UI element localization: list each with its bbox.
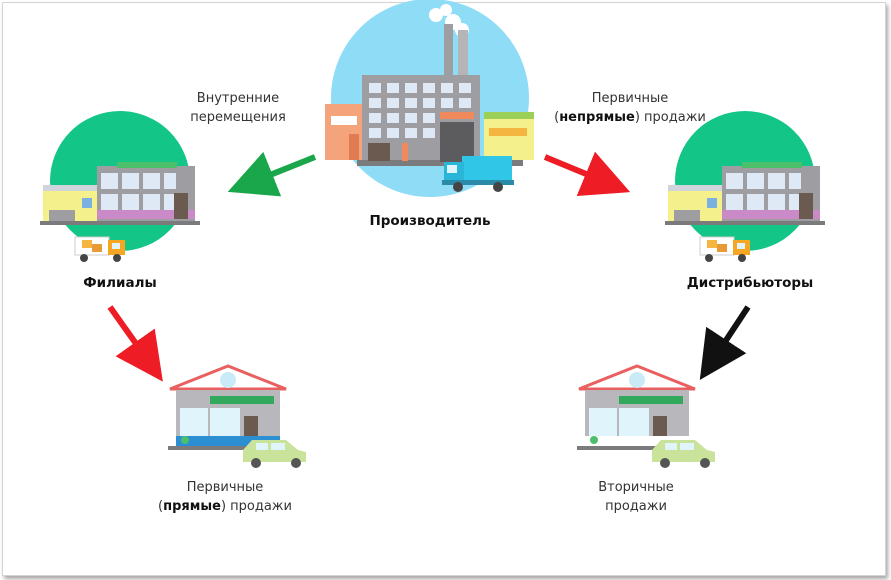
- direct-sales-suffix: ) продажи: [220, 499, 292, 514]
- direct-sales-label: Первичные (прямые) продажи: [150, 478, 300, 516]
- internal-transfer-label: Внутренние перемещения: [168, 89, 308, 127]
- direct-sales-line2: (прямые) продажи: [150, 497, 300, 516]
- branches-warehouse-icon: [40, 111, 200, 262]
- secondary-sales-line2: продажи: [605, 499, 667, 514]
- secondary-sales-arrow: [699, 305, 751, 381]
- indirect-sales-suffix: ) продажи: [634, 110, 706, 125]
- indirect-sales-label: Первичные (непрямые) продажи: [540, 89, 720, 127]
- indirect-sales-arrow: [543, 151, 631, 197]
- direct-sales-bold: прямые: [163, 499, 221, 514]
- indirect-sales-line2: (непрямые) продажи: [540, 108, 720, 127]
- direct-sales-line1: Первичные: [186, 480, 264, 495]
- secondary-sales-line1: Вторичные: [598, 480, 674, 495]
- direct-paren-open: (: [158, 499, 164, 514]
- producer-label: Производитель: [369, 213, 491, 229]
- internal-transfer-line1: Внутренние: [196, 91, 280, 106]
- distributors-warehouse-icon: [665, 111, 825, 262]
- indirect-sales-bold: непрямые: [559, 110, 635, 125]
- producer-factory-icon: [325, 0, 534, 197]
- indirect-paren-open: (: [554, 110, 560, 125]
- branches-label: Филиалы: [83, 275, 157, 291]
- secondary-sales-store-icon: [577, 364, 715, 468]
- direct-sales-store-icon: [168, 364, 306, 468]
- secondary-sales-label: Вторичные продажи: [566, 478, 706, 516]
- internal-transfer-arrow: [227, 151, 317, 197]
- direct-sales-arrow: [107, 305, 163, 382]
- distributors-label: Дистрибьюторы: [686, 275, 814, 291]
- internal-transfer-line2: перемещения: [190, 110, 286, 125]
- indirect-sales-line1: Первичные: [591, 91, 669, 106]
